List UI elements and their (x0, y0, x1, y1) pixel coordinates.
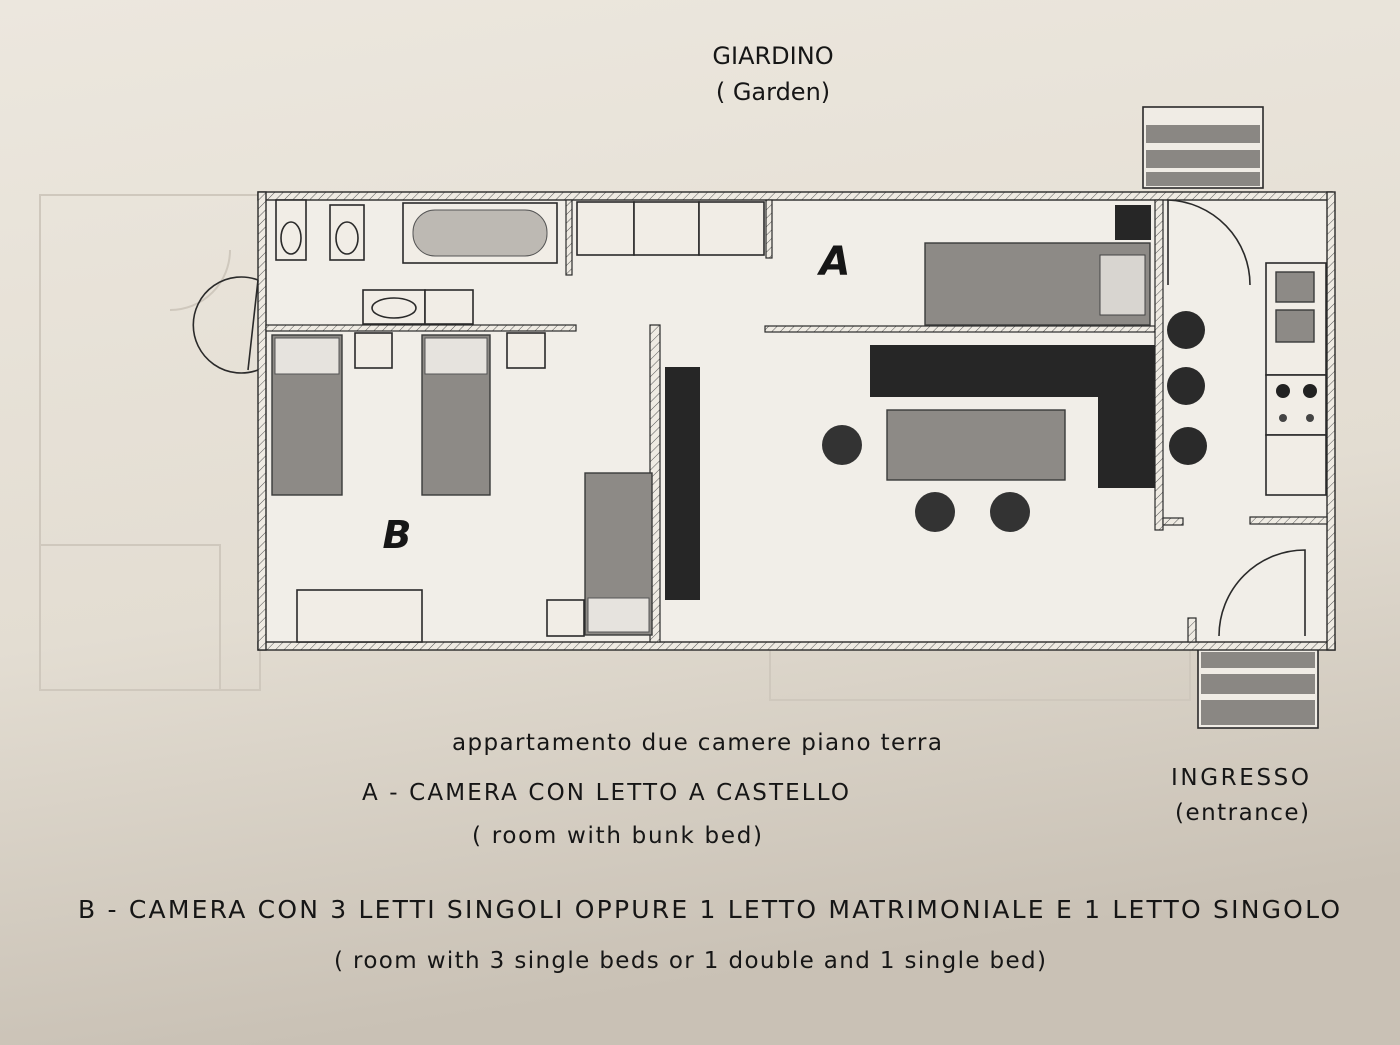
room-b-description: B - CAMERA CON 3 LETTI SINGOLI OPPURE 1 … (78, 895, 1340, 924)
room-a-label: A (817, 239, 851, 285)
walls (257, 191, 1336, 651)
room-a-description: A - CAMERA CON LETTO A CASTELLO (362, 780, 849, 806)
chair (990, 492, 1030, 532)
living-kitchen (665, 262, 1327, 600)
bottom-stairs (1197, 647, 1319, 729)
top-stairs (1142, 106, 1264, 189)
nightstand (1115, 205, 1151, 240)
bath-cabinet (424, 289, 474, 325)
garden-door (192, 276, 259, 374)
chair (915, 492, 955, 532)
room-b-description-en: ( room with 3 single beds or 1 double an… (334, 948, 1046, 974)
l-shaped-counter (870, 345, 1155, 488)
kitchen-counter (1265, 434, 1327, 496)
dining-table (886, 409, 1066, 481)
nightstand (354, 332, 393, 369)
garden-label-en: ( Garden) (716, 78, 830, 106)
room-b-furniture (271, 332, 653, 643)
stove (1265, 374, 1327, 436)
chair (822, 425, 862, 465)
wardrobes (576, 201, 765, 256)
desk (296, 589, 423, 643)
stool (1167, 311, 1205, 349)
bathroom (275, 199, 558, 325)
nightstand (546, 599, 585, 637)
room-a-description-en: ( room with bunk bed) (472, 823, 762, 849)
cabinet (665, 367, 700, 600)
nightstand (506, 332, 546, 369)
room-a-furniture (924, 205, 1151, 326)
plan-caption: appartamento due camere piano terra (452, 730, 942, 756)
garden-label: GIARDINO (712, 42, 833, 70)
stool (1169, 427, 1207, 465)
entry-door-bottom (1218, 549, 1306, 637)
entrance-label: INGRESSO (1171, 765, 1309, 791)
entry-door-top (1167, 199, 1251, 286)
stool (1167, 367, 1205, 405)
entrance-label-en: (entrance) (1175, 800, 1309, 826)
room-b-label: B (383, 513, 412, 557)
